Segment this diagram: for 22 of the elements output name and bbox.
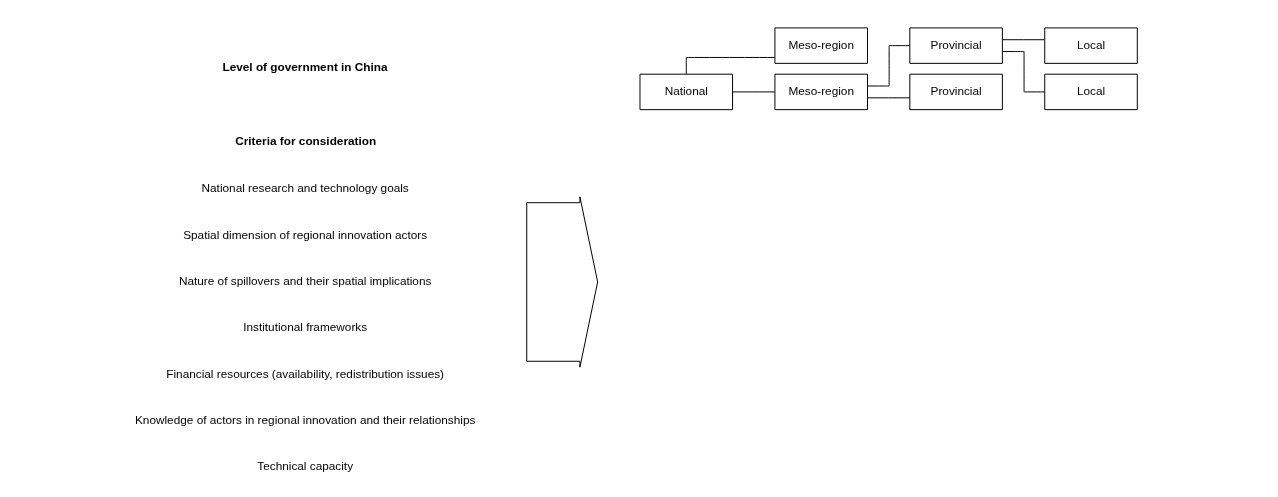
node-box: Provincial	[908, 73, 1003, 111]
node-box: Provincial	[908, 27, 1003, 64]
label: Criteria for consideration	[234, 134, 376, 149]
label: Spatial dimension of regional innovation actors	[182, 227, 427, 242]
connector	[1001, 39, 1045, 41]
label: Knowledge of actors in regional innovation and their relationships	[134, 412, 475, 427]
node-box: National	[639, 73, 733, 111]
node-arrow	[525, 196, 598, 368]
connector	[866, 97, 910, 99]
label: Institutional frameworks	[242, 320, 367, 335]
label: Nature of spillovers and their spatial implications	[178, 274, 431, 289]
label: Level of government in China	[221, 60, 388, 75]
connector	[1001, 51, 1045, 93]
node-box: Local	[1043, 73, 1138, 111]
node-box: Local	[1043, 27, 1138, 64]
label: Financial resources (availability, redistribution issues)	[165, 366, 444, 381]
connector	[731, 91, 775, 93]
node-box: Meso-region	[773, 73, 868, 111]
connector	[866, 45, 910, 87]
node-box: Meso-region	[773, 27, 868, 64]
label: Technical capacity	[256, 459, 353, 474]
label: National research and technology goals	[201, 181, 409, 196]
